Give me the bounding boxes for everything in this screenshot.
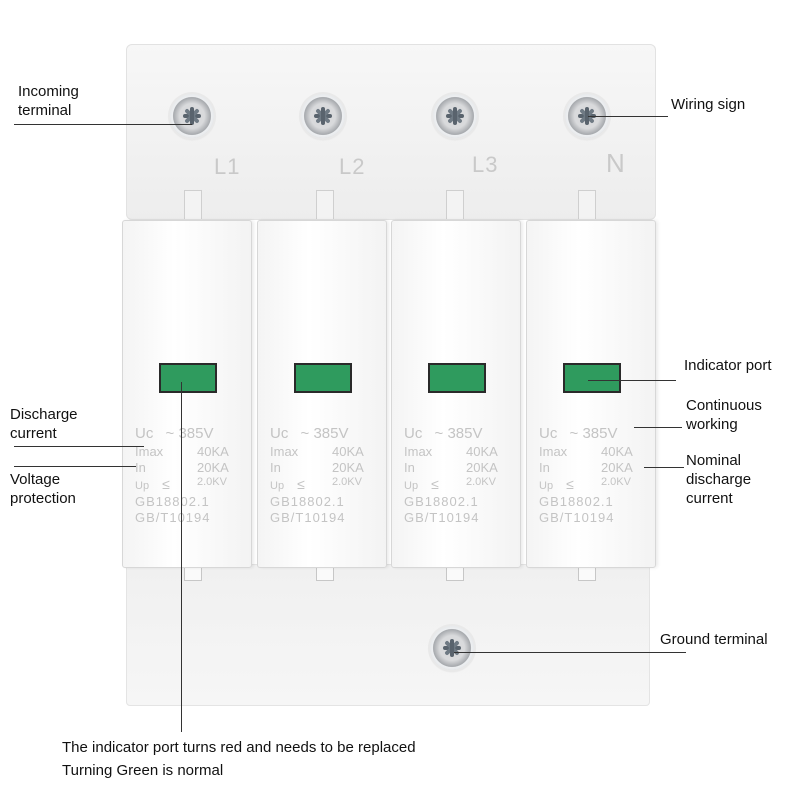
spec-imax-value: 40KA [466,444,498,459]
protection-module: Uc ~ 385V Imax 40KA In 20KA Up ≤2.0KV GB18… [257,220,387,568]
indicator-window [159,363,217,393]
leader-line-incoming-terminal [14,124,192,125]
spec-standard-1: GB18802.1 [404,494,479,509]
spec-in-value: 20KA [601,460,633,475]
terminal-label-l2: L2 [339,154,366,179]
spec-in-label: In [270,460,281,475]
callout-wiring-sign: Wiring sign [671,96,746,113]
leader-line-ground-terminal [454,652,686,653]
screw-terminal-l3-icon [433,94,477,138]
spec-imax-value: 40KA [601,444,633,459]
spec-imax-label: Imax [135,444,164,459]
spec-up-label: Up [404,480,419,492]
spec-standard-2: GB/T10194 [404,510,480,525]
spec-standard-2: GB/T10194 [539,510,615,525]
callout-indicator-port: Indicator port [684,357,772,374]
terminal-label-l1: L1 [214,154,241,179]
protection-module: Uc ~ 385V Imax 40KA In 20KA Up ≤2.0KV GB18… [526,220,656,568]
callout-discharge-current: Discharge current [10,406,78,442]
spec-imax-value: 40KA [197,444,229,459]
connector-tab [316,566,334,581]
connector-tab [316,190,334,219]
callout-continuous-working: Continuous working [686,397,762,433]
spec-uc-symbol: ~ [300,425,310,442]
indicator-window [428,363,486,393]
spec-uc-value: 385V [313,425,349,442]
spec-up-label: Up [135,480,150,492]
spec-uc-label: Uc [539,425,558,442]
spec-in-value: 20KA [466,460,498,475]
spec-standard-1: GB18802.1 [135,494,210,509]
connector-tab [578,566,596,581]
spec-standard-2: GB/T10194 [135,510,211,525]
leader-line-discharge-current [14,446,144,447]
leader-line-continuous-working [634,427,682,428]
callout-voltage-protection: Voltage protection [10,471,76,507]
indicator-note-green: Turning Green is normal [62,762,224,779]
terminal-label-n: N [606,148,626,178]
spec-up-symbol: ≤ [566,476,574,492]
spec-imax-value: 40KA [332,444,364,459]
spec-up-label: Up [270,480,285,492]
spec-in-label: In [135,460,146,475]
spec-up-value: 2.0KV [332,476,362,488]
spec-uc-value: 385V [582,425,618,442]
leader-line-wiring-sign [588,116,668,117]
connector-tab [578,190,596,219]
spec-uc-label: Uc [404,425,423,442]
spec-in-value: 20KA [197,460,229,475]
spec-up-label: Up [539,480,554,492]
spec-up-symbol: ≤ [162,476,170,492]
callout-incoming-terminal: Incoming terminal [18,83,79,119]
spec-standard-2: GB/T10194 [270,510,346,525]
spec-uc-symbol: ~ [569,425,579,442]
spec-up-symbol: ≤ [431,476,439,492]
spec-standard-1: GB18802.1 [270,494,345,509]
screw-terminal-l2-icon [301,94,345,138]
callout-ground-terminal: Ground terminal [660,631,768,648]
spec-up-value: 2.0KV [197,476,227,488]
spec-uc-symbol: ~ [434,425,444,442]
screw-terminal-l1-icon [170,94,214,138]
spec-uc-symbol: ~ [165,425,175,442]
protection-module: Uc ~ 385V Imax 40KA In 20KA Up ≤2.0KV GB18… [122,220,252,568]
indicator-window [294,363,352,393]
spec-uc-value: 385V [447,425,483,442]
leader-line-indicator-port [588,380,676,381]
spec-uc-value: 385V [178,425,214,442]
ground-screw-icon [430,626,474,670]
spec-up-symbol: ≤ [297,476,305,492]
connector-tab [446,566,464,581]
connector-tab [184,566,202,581]
protection-module: Uc ~ 385V Imax 40KA In 20KA Up ≤2.0KV GB18… [391,220,521,568]
terminal-block [126,44,656,220]
spec-imax-label: Imax [270,444,299,459]
spec-up-value: 2.0KV [466,476,496,488]
spec-in-value: 20KA [332,460,364,475]
leader-line-voltage-protection [14,466,136,467]
leader-line-indicator-note [181,382,182,732]
indicator-window [563,363,621,393]
terminal-label-l3: L3 [472,152,499,177]
spec-standard-1: GB18802.1 [539,494,614,509]
spec-in-label: In [539,460,550,475]
spec-in-label: In [404,460,415,475]
leader-line-nominal-discharge-current [644,467,684,468]
spec-imax-label: Imax [539,444,568,459]
spec-imax-label: Imax [404,444,433,459]
spec-uc-label: Uc [135,425,154,442]
ground-block [126,564,650,706]
connector-tab [446,190,464,219]
indicator-note-red: The indicator port turns red and needs t… [62,739,416,756]
spec-uc-label: Uc [270,425,289,442]
spec-up-value: 2.0KV [601,476,631,488]
callout-nominal-discharge-current: Nominal discharge current [686,452,752,507]
connector-tab [184,190,202,219]
indicator-note: The indicator port turns red and needs t… [62,736,416,782]
